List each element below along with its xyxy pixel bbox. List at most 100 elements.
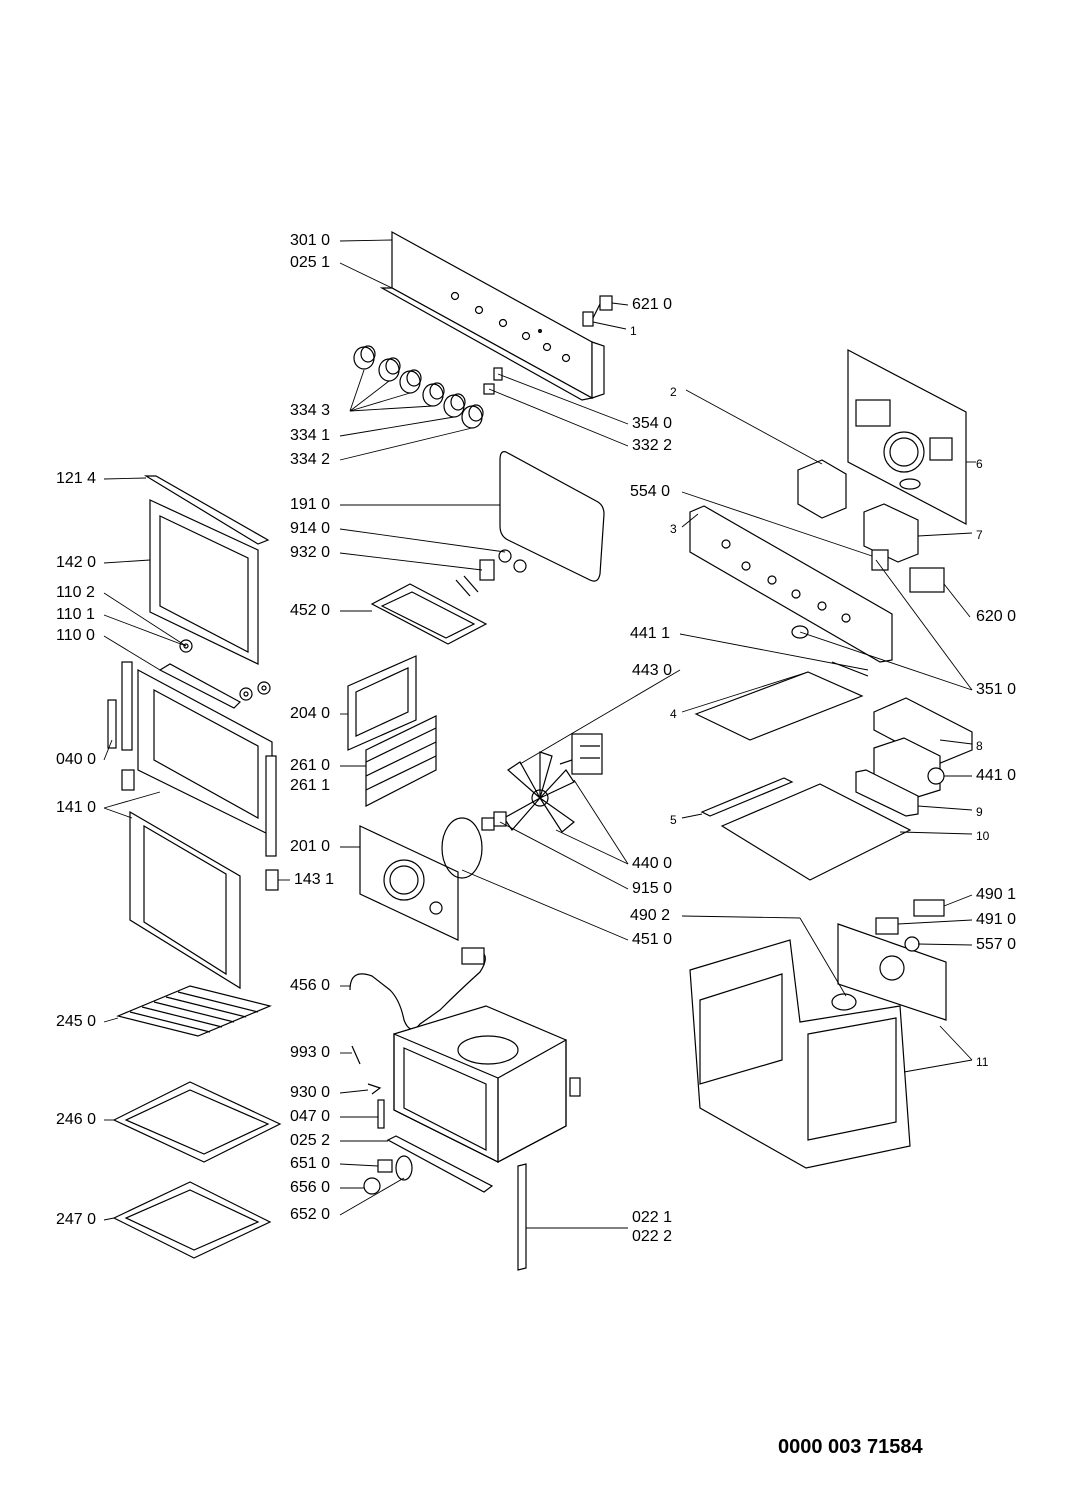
wire-shelf-part — [116, 985, 272, 1037]
door-glass-clips — [179, 639, 271, 701]
callout-4510: 451 0 — [632, 931, 673, 948]
callout-6560: 656 0 — [290, 1179, 331, 1196]
fan-ring-element-part — [441, 817, 495, 879]
bracket-part — [855, 769, 919, 817]
callout-4411: 441 1 — [630, 625, 671, 642]
callout-4430: 443 0 — [632, 662, 673, 679]
callout-4520: 452 0 — [290, 602, 331, 619]
callout-10: 10 — [976, 829, 990, 843]
callout-1214: 121 4 — [56, 470, 97, 487]
callout-11: 11 — [976, 1055, 989, 1069]
fan-nut-part — [493, 811, 507, 827]
callout-1431: 143 1 — [294, 871, 335, 888]
callout-4400: 440 0 — [632, 855, 673, 872]
fan-cover-part — [359, 825, 459, 941]
control-bracket-part — [689, 505, 893, 663]
callout-4410: 441 0 — [976, 767, 1017, 784]
fan-motor-part — [559, 733, 603, 775]
grill-element-part — [370, 559, 495, 645]
thermostat-part — [791, 549, 945, 639]
door-hinges — [107, 661, 279, 891]
callout-6200: 620 0 — [976, 608, 1017, 625]
baking-tray-part — [112, 1081, 282, 1163]
callout-1420: 142 0 — [56, 554, 97, 571]
control-knobs — [353, 345, 484, 429]
callout-4901: 490 1 — [976, 886, 1017, 903]
callout-0222: 022 2 — [632, 1228, 673, 1245]
side-rail-long-part — [517, 1163, 527, 1271]
callout-3322: 332 2 — [632, 437, 673, 454]
small-fixings — [351, 1045, 413, 1195]
indicator-light-parts — [483, 367, 503, 395]
callout-2460: 246 0 — [56, 1111, 97, 1128]
callout-7: 7 — [976, 528, 983, 542]
callout-6210: 621 0 — [632, 296, 673, 313]
callout-1100: 110 0 — [56, 627, 95, 644]
callout-0252: 025 2 — [290, 1132, 331, 1149]
callout-3540: 354 0 — [632, 415, 673, 432]
callout-2010: 201 0 — [290, 838, 331, 855]
callout-0251: 025 1 — [290, 254, 331, 271]
oven-cavity-part — [393, 1005, 581, 1163]
roasting-pan-part — [112, 1181, 272, 1259]
callout-3343: 334 3 — [290, 402, 331, 419]
outer-casing-part — [689, 939, 911, 1169]
callout-6510: 651 0 — [290, 1155, 331, 1172]
callout-1410: 141 0 — [56, 799, 97, 816]
callout-3342: 334 2 — [290, 451, 331, 468]
callout-4910: 491 0 — [976, 911, 1017, 928]
callout-1910: 191 0 — [290, 496, 331, 513]
rear-panel-part — [847, 349, 967, 525]
cooling-duct-part — [863, 503, 919, 563]
callout-9320: 932 0 — [290, 544, 331, 561]
callout-2610: 261 0 — [290, 757, 331, 774]
base-plate-part — [700, 777, 912, 881]
document-number: 0000 003 71584 — [778, 1436, 923, 1458]
rear-cover-plate-part — [797, 459, 847, 519]
callout-1: 1 — [630, 324, 637, 338]
leader-lines — [103, 239, 976, 1229]
callout-8: 8 — [976, 739, 983, 753]
callout-3510: 351 0 — [976, 681, 1017, 698]
callout-0221: 022 1 — [632, 1209, 673, 1226]
side-rail-part — [347, 655, 417, 751]
callout-4: 4 — [670, 707, 677, 721]
callout-9: 9 — [976, 805, 983, 819]
callout-2: 2 — [670, 385, 677, 399]
callout-4902: 490 2 — [630, 907, 671, 924]
callout-2611: 261 1 — [290, 777, 331, 794]
callout-4560: 456 0 — [290, 977, 331, 994]
callout-5540: 554 0 — [630, 483, 671, 500]
callout-1102: 110 2 — [56, 584, 95, 601]
callout-9150: 915 0 — [632, 880, 673, 897]
callout-6520: 652 0 — [290, 1206, 331, 1223]
control-board-part — [831, 899, 947, 1021]
callout-3341: 334 1 — [290, 427, 331, 444]
callout-6: 6 — [976, 457, 983, 471]
callout-5570: 557 0 — [976, 936, 1017, 953]
callout-9140: 914 0 — [290, 520, 331, 537]
callout-5: 5 — [670, 813, 677, 827]
door-trim-part — [143, 475, 270, 545]
cavity-front-strip — [386, 1135, 494, 1193]
callout-1101: 110 1 — [56, 606, 95, 623]
switch-part — [582, 295, 613, 327]
callout-9930: 993 0 — [290, 1044, 331, 1061]
inner-door-frame-part — [137, 663, 273, 837]
outer-door-glass-part — [149, 499, 259, 665]
callout-3: 3 — [670, 522, 677, 536]
gasket-clips — [498, 549, 527, 573]
callout-3010: 301 0 — [290, 232, 331, 249]
callout-2450: 245 0 — [56, 1013, 97, 1030]
fan-blade-part — [503, 751, 575, 833]
cover-plate-part — [694, 671, 864, 741]
callout-0400: 040 0 — [56, 751, 97, 768]
shelf-runners-part — [365, 715, 437, 807]
callout-9300: 930 0 — [290, 1084, 331, 1101]
callout-0470: 047 0 — [290, 1108, 331, 1125]
inner-door-glass-part — [129, 810, 241, 990]
oven-gasket-part — [499, 451, 605, 582]
control-panel-part — [379, 230, 605, 401]
